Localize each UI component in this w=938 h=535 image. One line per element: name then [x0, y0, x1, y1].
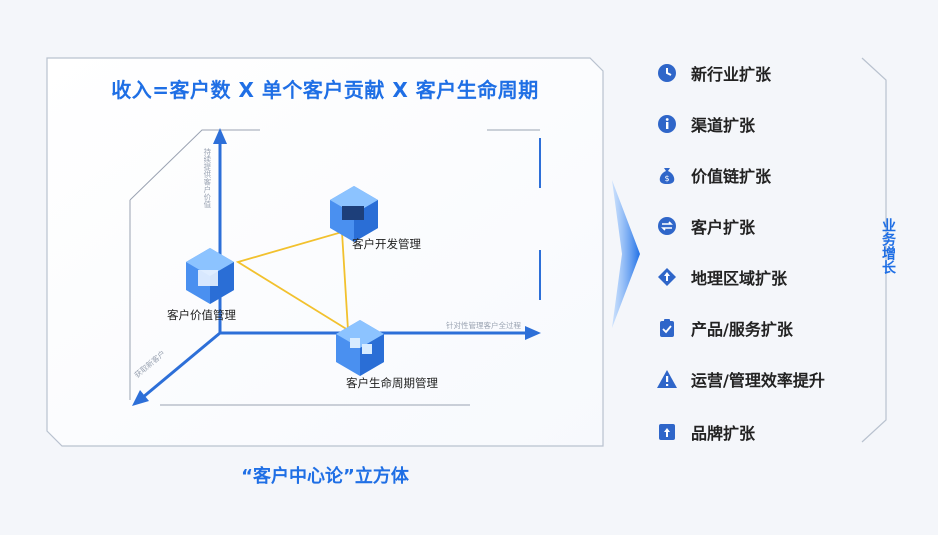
node-label-dev: 客户开发管理 [352, 237, 421, 251]
growth-item-label: 品牌扩张 [691, 424, 756, 443]
growth-item-label: 运营/管理效率提升 [691, 371, 825, 390]
flow-arrow [612, 180, 640, 328]
node-cube-value [186, 248, 234, 304]
clock-icon [656, 62, 678, 84]
info-icon [656, 113, 678, 135]
axis-label-vertical: 持续提供客户价值 [202, 148, 212, 208]
revenue-formula: 收入=客户数 X 单个客户贡献 X 客户生命周期 [111, 78, 539, 102]
business-growth-text: 业务增长 [880, 218, 896, 274]
card-border [46, 57, 604, 447]
exchange-icon [656, 215, 678, 237]
cube-accents [448, 138, 541, 406]
growth-bracket [861, 57, 887, 443]
cube-caption: “客户中心论”立方体 [241, 466, 409, 487]
growth-item-efficiency[interactable]: 运营/管理效率提升 [656, 366, 825, 392]
growth-item-label: 价值链扩张 [691, 167, 772, 186]
cube-wireframe [129, 129, 540, 406]
growth-item-label: 新行业扩张 [691, 65, 772, 84]
node-label-value: 客户价值管理 [167, 308, 236, 322]
growth-item-label: 产品/服务扩张 [691, 320, 793, 339]
growth-item-region[interactable]: 地理区域扩张 [656, 264, 787, 290]
node-label-lifecycle: 客户生命周期管理 [346, 376, 438, 390]
growth-item-customer[interactable]: 客户扩张 [656, 213, 755, 239]
warning-icon [656, 368, 678, 390]
svg-text:$: $ [664, 174, 669, 183]
relation-triangle [235, 230, 350, 332]
node-cube-dev [330, 186, 378, 242]
growth-item-product-service[interactable]: 产品/服务扩张 [656, 315, 793, 341]
location-icon [656, 266, 678, 288]
clipboard-icon [656, 317, 678, 339]
business-growth-label: 业务增长 [878, 218, 898, 274]
growth-item-channel[interactable]: 渠道扩张 [656, 111, 755, 137]
axis-label-horizontal: 针对性管理客户全过程 [446, 321, 521, 330]
growth-item-value-chain[interactable]: $ 价值链扩张 [656, 162, 771, 188]
node-cube-lifecycle [336, 320, 384, 376]
growth-item-new-industry[interactable]: 新行业扩张 [656, 60, 771, 86]
growth-item-brand[interactable]: 品牌扩张 [656, 419, 755, 445]
growth-item-label: 客户扩张 [691, 218, 756, 237]
growth-item-label: 渠道扩张 [691, 116, 756, 135]
money-bag-icon: $ [656, 164, 678, 186]
growth-item-label: 地理区域扩张 [691, 269, 788, 288]
upload-icon [656, 421, 678, 443]
